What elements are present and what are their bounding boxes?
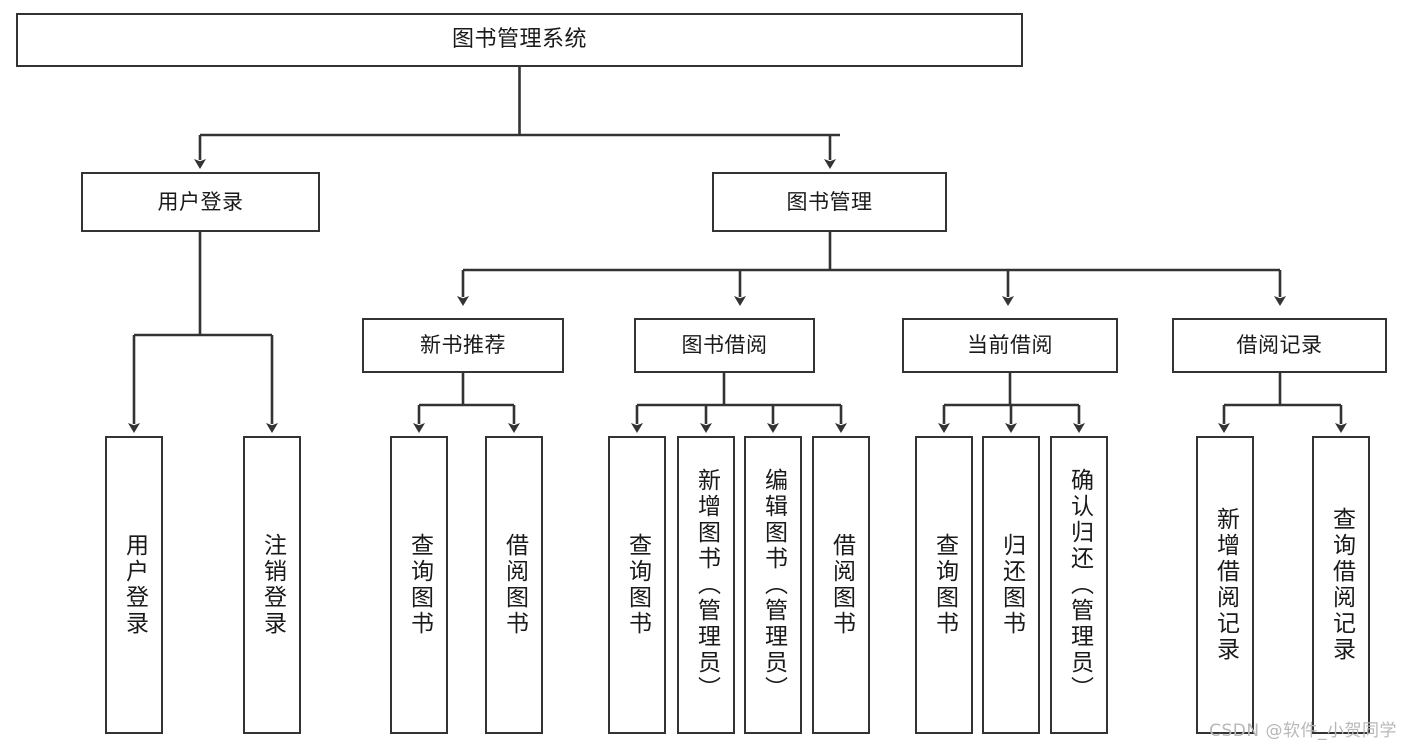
node-leaf-return-book[interactable]: 归还图书 [982,436,1040,734]
node-new-book-recommendation[interactable]: 新书推荐 [362,318,564,373]
watermark-text: CSDN @软件_小贺同学 [1209,721,1397,741]
node-label: 用户登录 [157,189,244,214]
node-label: 编辑图书（管理员） [760,468,787,702]
node-leaf-query-borrow-record[interactable]: 查询借阅记录 [1312,436,1370,734]
node-label: 查询图书 [931,533,958,637]
node-current-borrowing[interactable]: 当前借阅 [902,318,1118,373]
node-label: 查询借阅记录 [1328,507,1355,663]
node-label: 查询图书 [406,533,433,637]
node-leaf-query-book-newbook[interactable]: 查询图书 [390,436,448,734]
node-label: 确认归还（管理员） [1066,468,1093,702]
node-label: 图书借阅 [681,333,768,358]
node-label: 归还图书 [998,533,1025,637]
node-leaf-add-book-admin[interactable]: 新增图书（管理员） [677,436,735,734]
node-label: 新增图书（管理员） [693,468,720,702]
node-book-borrowing[interactable]: 图书借阅 [634,318,815,373]
node-label: 新书推荐 [420,333,506,358]
node-leaf-borrow-book-newbook[interactable]: 借阅图书 [485,436,543,734]
node-label: 当前借阅 [967,333,1053,358]
node-leaf-query-book-current[interactable]: 查询图书 [915,436,973,734]
node-leaf-borrow-book[interactable]: 借阅图书 [812,436,870,734]
node-leaf-edit-book-admin[interactable]: 编辑图书（管理员） [744,436,802,734]
node-label: 注销登录 [259,533,286,637]
node-leaf-confirm-return-admin[interactable]: 确认归还（管理员） [1050,436,1108,734]
node-label: 借阅图书 [828,533,855,637]
node-label: 查询图书 [624,533,651,637]
node-user-login[interactable]: 用户登录 [81,172,320,232]
node-label: 借阅记录 [1236,333,1323,358]
node-label: 借阅图书 [501,533,528,637]
node-label: 用户登录 [121,533,148,637]
node-book-management[interactable]: 图书管理 [712,172,947,232]
node-leaf-user-login[interactable]: 用户登录 [105,436,163,734]
node-borrowing-records[interactable]: 借阅记录 [1172,318,1387,373]
node-leaf-user-logout[interactable]: 注销登录 [243,436,301,734]
node-label: 图书管理 [786,189,873,214]
node-root-library-system[interactable]: 图书管理系统 [16,13,1023,67]
node-leaf-add-borrow-record[interactable]: 新增借阅记录 [1196,436,1254,734]
node-label: 图书管理系统 [451,27,587,53]
node-label: 新增借阅记录 [1212,507,1239,663]
node-leaf-query-book-borrow[interactable]: 查询图书 [608,436,666,734]
